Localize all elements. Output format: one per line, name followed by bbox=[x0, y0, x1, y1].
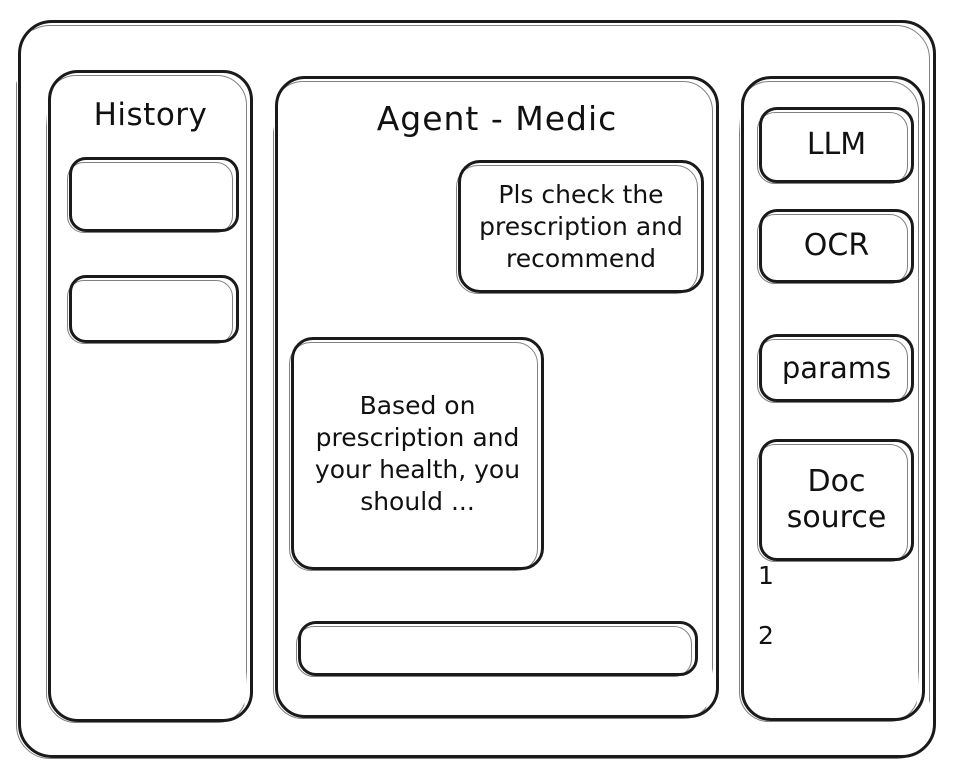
history-list-item[interactable] bbox=[69, 157, 239, 232]
history-list-item[interactable] bbox=[69, 275, 239, 343]
history-sidebar: History bbox=[48, 70, 253, 722]
doc-source-reference[interactable]: 2 bbox=[758, 621, 774, 650]
message-input[interactable] bbox=[298, 621, 698, 676]
tool-button-params[interactable]: params bbox=[759, 334, 914, 402]
chat-bubble-user: Pls check the prescription and recommend bbox=[458, 160, 704, 293]
doc-source-label-line-2: source bbox=[786, 500, 887, 535]
tool-button-llm[interactable]: LLM bbox=[759, 107, 914, 183]
page-title: Agent - Medic bbox=[376, 99, 618, 138]
agent-main-panel: Agent - Medic Pls check the prescription… bbox=[275, 76, 719, 718]
doc-source-reference[interactable]: 1 bbox=[758, 561, 774, 590]
tools-sidebar: LLM OCR params Doc source 1 2 bbox=[741, 76, 925, 721]
tool-button-doc-source[interactable]: Doc source bbox=[759, 439, 914, 561]
tool-button-ocr[interactable]: OCR bbox=[759, 209, 914, 283]
doc-source-label-line-1: Doc bbox=[807, 464, 866, 499]
chat-bubble-assistant: Based on prescription and your health, y… bbox=[291, 337, 544, 570]
history-title: History bbox=[93, 97, 208, 133]
